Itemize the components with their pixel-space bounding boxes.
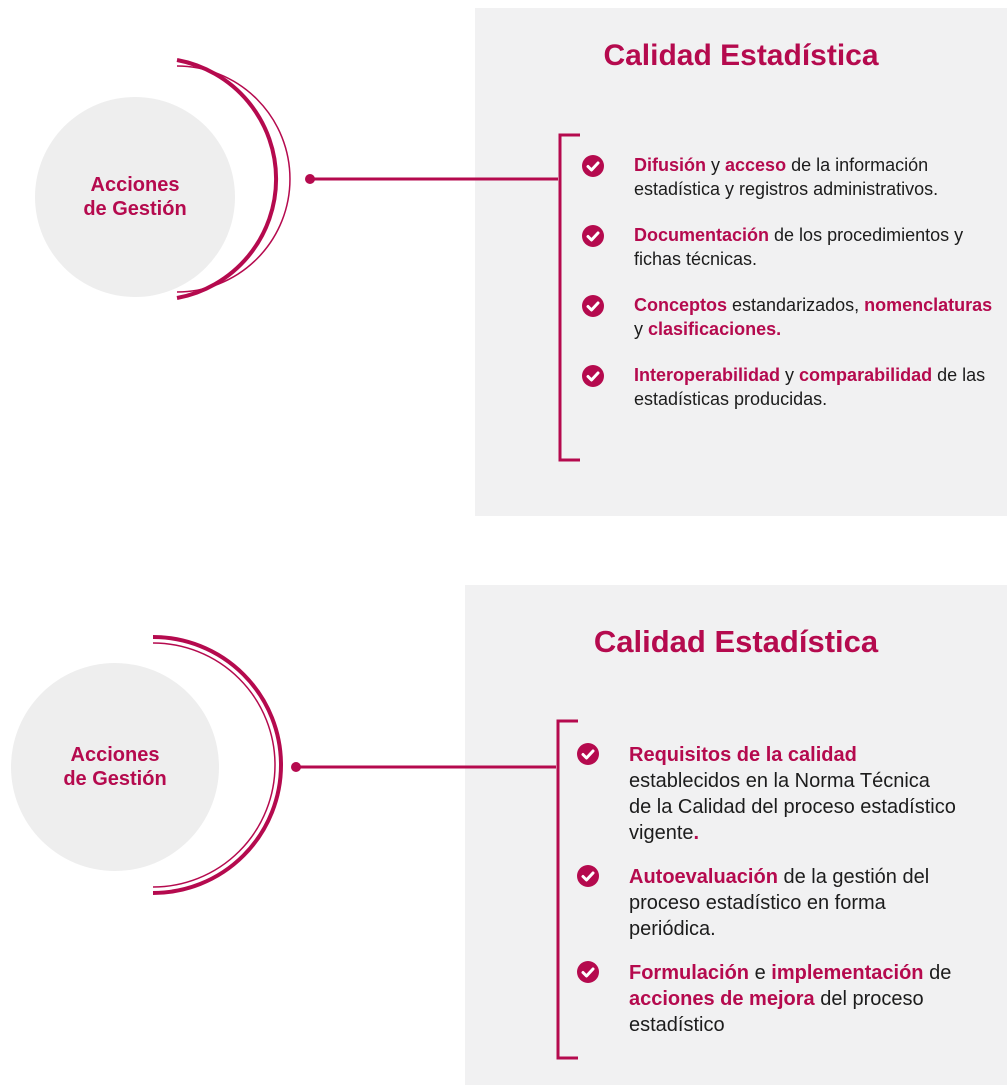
item-text: Autoevaluación de la gestión del proceso… <box>629 864 957 942</box>
circle-label-line2: de Gestión <box>83 198 187 220</box>
item-text-segment: establecidos en la Norma Técnica de la C… <box>629 770 956 844</box>
item-text-segment: del proceso estadístico <box>629 988 924 1036</box>
quality-items-list: Difusión y acceso de la información esta… <box>582 153 1002 411</box>
item-text-highlight: acceso <box>725 155 787 175</box>
item-text-highlight: Requisitos de la calidad <box>629 744 857 766</box>
list-item: Requisitos de la calidad establecidos en… <box>577 742 997 846</box>
check-circle-icon <box>582 225 604 247</box>
item-text: Documentación de los procedimientos y fi… <box>634 223 1002 271</box>
item-text-highlight: Documentación <box>634 225 770 245</box>
list-item: Autoevaluación de la gestión del proceso… <box>577 864 997 942</box>
item-text: Interoperabilidad y comparabilidad de la… <box>634 363 1002 411</box>
item-text-highlight: Interoperabilidad <box>634 365 781 385</box>
list-item: Interoperabilidad y comparabilidad de la… <box>582 363 1002 411</box>
item-text: Requisitos de la calidad establecidos en… <box>629 742 957 846</box>
item-text-segment: y <box>780 365 800 385</box>
actions-circle-label: Acciones de Gestión <box>35 97 235 297</box>
check-circle-icon <box>582 295 604 317</box>
item-text-segment: e <box>749 962 772 984</box>
connector-graphic <box>176 58 580 462</box>
item-text-highlight: comparabilidad <box>799 365 933 385</box>
item-text: Difusión y acceso de la información esta… <box>634 153 1002 201</box>
item-text-segment: de las estadísticas producidas. <box>634 365 986 409</box>
item-text-segment: y <box>634 319 649 339</box>
check-circle-icon <box>577 865 599 887</box>
item-text-highlight: implementación <box>771 962 924 984</box>
panel-title: Calidad Estadística <box>603 39 879 72</box>
actions-circle <box>35 97 235 297</box>
list-bracket <box>556 719 578 1060</box>
inner-arc <box>152 642 276 888</box>
actions-circle-label: Acciones de Gestión <box>11 663 219 871</box>
item-text-segment: de la gestión del proceso estadístico en… <box>629 866 930 940</box>
diagram-panel-2: Calidad Estadística Acciones de Gestión … <box>0 585 1007 1085</box>
list-bracket <box>558 133 580 462</box>
item-text-highlight: clasificaciones. <box>648 319 782 339</box>
outer-arc <box>152 635 283 895</box>
list-item: Conceptos estandarizados, nomenclaturas … <box>582 293 1002 341</box>
quality-box <box>465 585 1007 1085</box>
list-item: Difusión y acceso de la información esta… <box>582 153 1002 201</box>
check-circle-icon <box>582 155 604 177</box>
circle-label-line1: Acciones <box>70 744 160 766</box>
diagram-panel-1: Calidad Estadística Acciones de Gestión … <box>0 0 1007 530</box>
check-circle-icon <box>582 365 604 387</box>
inner-arc <box>176 65 291 293</box>
actions-circle <box>11 663 219 871</box>
quality-box <box>475 8 1007 516</box>
check-circle-icon <box>577 961 599 983</box>
panel-title: Calidad Estadística <box>593 624 879 659</box>
circle-label-line2: de Gestión <box>63 768 167 790</box>
item-text-highlight: Formulación <box>629 962 750 984</box>
item-text-highlight: nomenclaturas <box>864 295 993 315</box>
item-text-segment: de <box>923 962 952 984</box>
item-text-segment: y <box>706 155 726 175</box>
list-item: Documentación de los procedimientos y fi… <box>582 223 1002 271</box>
item-text-segment: de los procedimientos y fichas técnicas. <box>634 225 964 269</box>
list-item: Formulación e implementación de acciones… <box>577 960 997 1038</box>
item-text-highlight: Autoevaluación <box>629 866 778 888</box>
quality-items-list: Requisitos de la calidad establecidos en… <box>577 742 997 1038</box>
item-text-highlight: acciones de mejora <box>629 988 815 1010</box>
item-text-highlight: . <box>693 822 700 844</box>
outer-arc <box>176 58 279 300</box>
circle-label-line1: Acciones <box>90 174 180 196</box>
item-text-segment: estandarizados, <box>727 295 865 315</box>
item-text: Conceptos estandarizados, nomenclaturas … <box>634 293 1002 341</box>
item-text-segment: de la información estadística y registro… <box>634 155 939 199</box>
connector-graphic <box>152 635 578 1060</box>
item-text: Formulación e implementación de acciones… <box>629 960 957 1038</box>
check-circle-icon <box>577 743 599 765</box>
item-text-highlight: Conceptos <box>634 295 728 315</box>
item-text-highlight: Difusión <box>634 155 706 175</box>
